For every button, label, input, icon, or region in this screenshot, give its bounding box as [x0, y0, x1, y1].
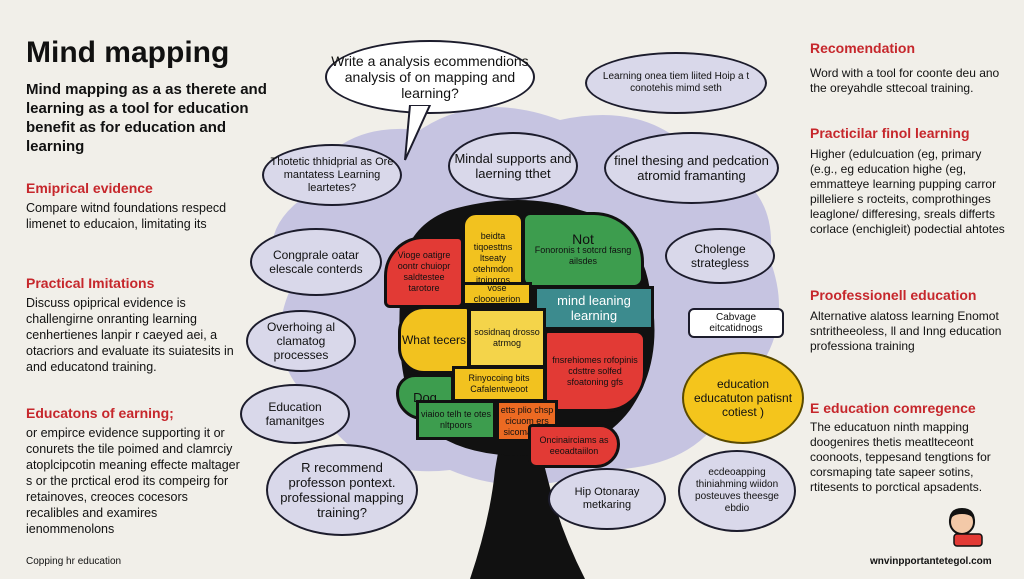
- left-section-heading: Educatons of earning;: [26, 405, 174, 421]
- left-section-heading: Emiprical evidence: [26, 180, 153, 196]
- bubble-top-right-2: finel thesing and pedcation atromid fram…: [604, 132, 779, 204]
- bubble-right-1: Cholenge strategless: [665, 228, 775, 284]
- right-section-heading: Recomendation: [810, 40, 916, 56]
- bubble-tail: [404, 105, 432, 161]
- right-section-2: Practicilar finol learning Higher (edulc…: [810, 125, 1005, 237]
- bubble-left-1: Congprale oatar elescale conterds: [250, 228, 382, 296]
- bubble-bottom-left: R recommend professon pontext. professio…: [266, 444, 418, 536]
- bubble-left-3: Education famanitges: [240, 384, 350, 444]
- footer-url[interactable]: wnvinpportantetegol.com: [870, 556, 992, 567]
- avatar: [948, 508, 983, 547]
- bubble-bottom-right: ecdeoapping thiniahming wiidon posteuves…: [678, 450, 796, 532]
- left-section-heading: Practical Imitations: [26, 275, 155, 291]
- brain-segment-yellow-mid: vose clooouerion: [462, 282, 532, 306]
- right-section-body: Alternative alatoss learning Enomot sntr…: [810, 309, 1002, 353]
- right-section-4: E education comregence The educatuon nin…: [810, 400, 1005, 495]
- callout-label: Cabvage eitcatidnogs: [688, 308, 784, 338]
- right-section-3: Proofessionell education Alternative ala…: [810, 287, 1005, 354]
- left-section-3: Educatons of earning; or empirce evidenc…: [26, 405, 241, 537]
- callout-yellow: education educatuton patisnt cotiest ): [682, 352, 804, 444]
- left-section-body: Compare witnd foundations respecd limene…: [26, 201, 227, 231]
- brain-segment-red-bottom: Oncinairciams as eeoadtaiilon: [528, 424, 620, 468]
- brain-segment-yellow-bottom: Rinyocoing bits Cafalentweoot: [452, 366, 546, 402]
- brain-segment-green: Not Fonoronis t sotcrd fasng ailsdes: [522, 212, 644, 288]
- bubble-top-left: Thotetic thhidprial as Ore mantatess Lea…: [262, 144, 402, 206]
- brain-segment-yellow-left: What tecers: [398, 306, 470, 374]
- left-section-body: Discuss opiprical evidence is challengir…: [26, 296, 234, 374]
- right-section-heading: Practicilar finol learning: [810, 125, 970, 141]
- left-section-body: or empirce evidence supporting it or con…: [26, 426, 240, 536]
- tree-trunk: [470, 420, 585, 579]
- bubble-top-question: Write a analysis ecommendions analysis o…: [325, 40, 535, 114]
- brain-segment-red: Vioge oatigre oontr chuiopr saldtestee t…: [384, 236, 464, 308]
- brain-segment-red-right: fnsrehiomes rofopinis cdsttre solfed sfo…: [544, 330, 646, 412]
- right-section-1: Recomendation Word with a tool for coont…: [810, 40, 1005, 96]
- bubble-top-center: Mindal supports and laerning tthet: [448, 132, 578, 200]
- intro-text: Mind mapping as a as therete and learnin…: [26, 81, 267, 155]
- brain-segment-green-lower: viaioo telh te otes nltpoors: [416, 400, 496, 440]
- brain-segment-label: Not: [572, 230, 594, 247]
- right-section-heading: Proofessionell education: [810, 287, 977, 303]
- left-section-1: Emiprical evidence Compare witnd foundat…: [26, 180, 241, 232]
- bubble-left-2: Overhoing al clamatog processes: [246, 310, 356, 372]
- right-section-body: Word with a tool for coonte deu ano the …: [810, 66, 1000, 95]
- brain-segment-teal: mind leaning learning: [534, 286, 654, 330]
- left-section-2: Practical Imitations Discuss opiprical e…: [26, 275, 241, 375]
- right-section-body: The educatuon ninth mapping doogenires t…: [810, 420, 991, 494]
- brain-segment-yellow-center: sosidnaq drosso atrmog: [468, 308, 546, 368]
- footer-left: Copping hr education: [26, 556, 122, 567]
- brain-segment-text: Fonoronis t sotcrd fasng ailsdes: [534, 244, 632, 266]
- bubble-top-right: Learning onea tiem liited Hoip a t conot…: [585, 52, 767, 114]
- right-section-heading: E education comregence: [810, 400, 976, 416]
- right-section-body: Higher (edulcuation (eg, primary (e.g., …: [810, 147, 1005, 236]
- bubble-bottom-mid: Hip Otonaray metkaring: [548, 468, 666, 530]
- page-title: Mind mapping: [26, 36, 230, 69]
